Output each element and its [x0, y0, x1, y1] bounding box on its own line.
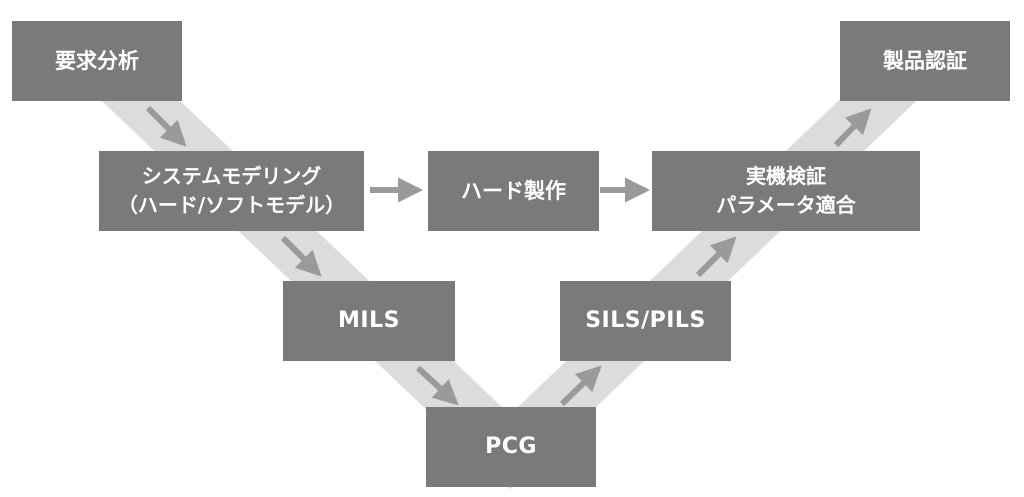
node-label: PCG [485, 434, 537, 460]
node-pcg: PCG [426, 407, 596, 487]
node-label: 要求分析 [55, 48, 139, 73]
node-label: ハード製作 [461, 178, 566, 203]
node-label-line2: パラメータ適合 [716, 193, 856, 217]
node-label-line1: システムモデリング [141, 164, 322, 188]
node-requirements-analysis: 要求分析 [12, 21, 182, 101]
node-label: 製品認証 [883, 48, 967, 73]
node-label: SILS/PILS [585, 308, 706, 334]
arrow-sils-to-realmachine [695, 236, 737, 278]
node-sils-pils: SILS/PILS [560, 281, 731, 361]
node-product-certification: 製品認証 [840, 21, 1010, 101]
node-label-line2: （ハード/ソフトモデル） [117, 193, 346, 217]
node-hardware-production: ハード製作 [428, 151, 599, 231]
arrow-requirements-to-modeling [145, 105, 187, 147]
arrow-pcg-to-sils [559, 365, 602, 407]
node-label-line1: 実機検証 [746, 164, 826, 188]
arrow-realmachine-to-cert [833, 108, 872, 148]
node-mils: MILS [283, 281, 455, 361]
node-label: MILS [338, 308, 400, 334]
node-real-machine-verification: 実機検証 パラメータ適合 [652, 151, 920, 231]
arrow-mils-to-pcg [415, 365, 459, 406]
node-system-modeling: システムモデリング （ハード/ソフトモデル） [99, 151, 364, 231]
v-band [81, 42, 937, 490]
arrow-modeling-to-mils [280, 235, 322, 277]
